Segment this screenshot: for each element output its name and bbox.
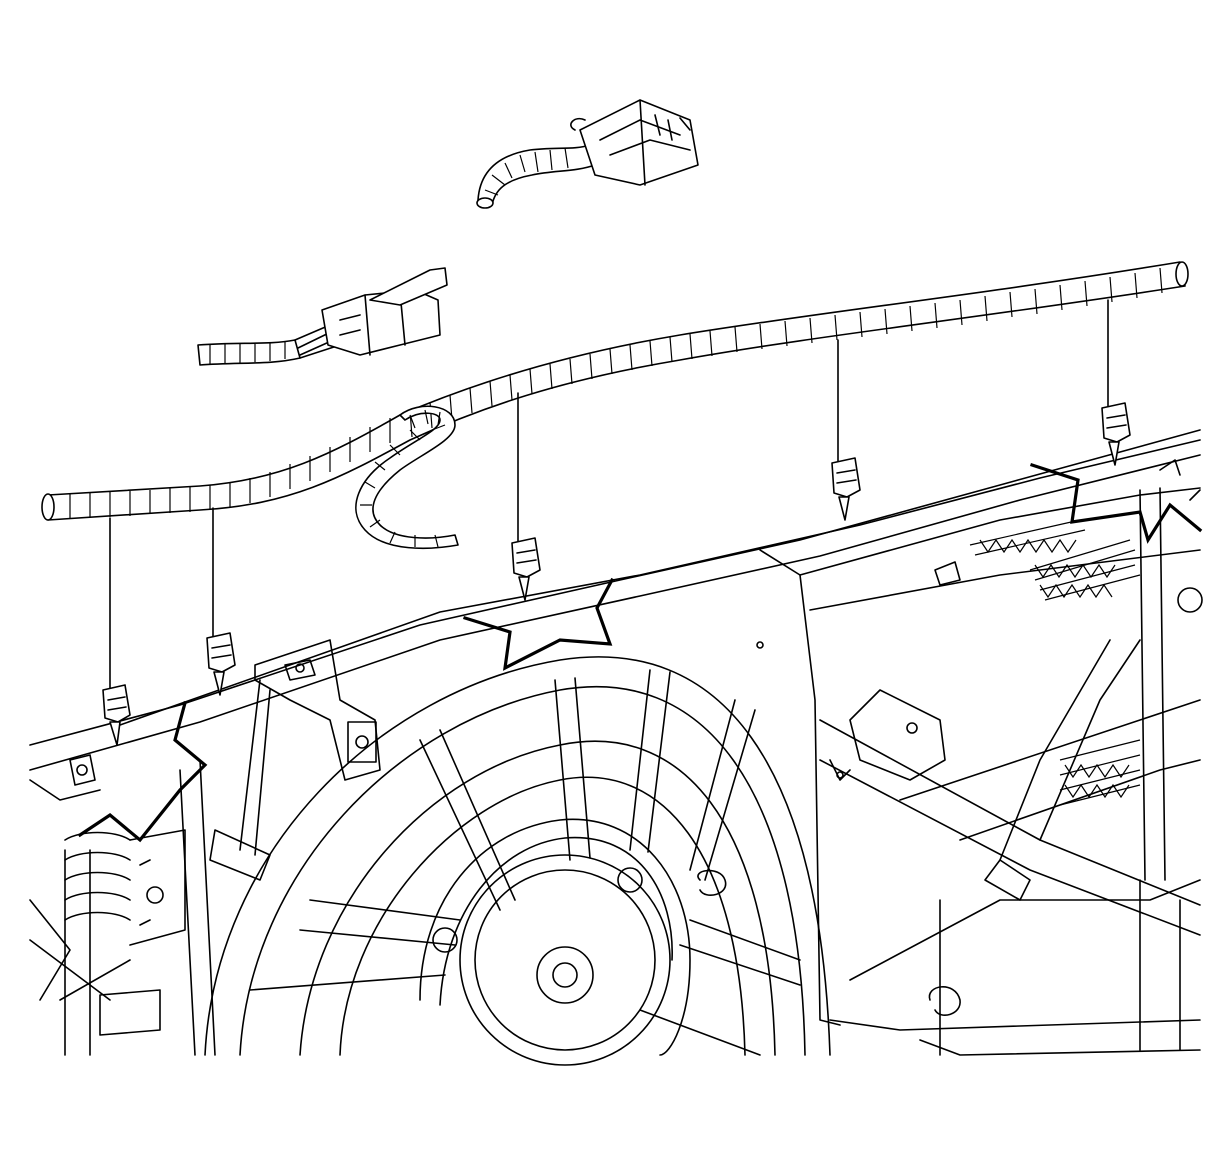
harness-retainer-clip xyxy=(511,537,541,601)
harness-retainer-clip xyxy=(102,684,131,746)
harness-retainer-clip-group xyxy=(102,299,1131,746)
harness-retainer-clip xyxy=(831,457,861,521)
cooling-fan-blade xyxy=(249,669,801,1056)
wiring-harness-conduit xyxy=(41,261,1189,550)
break-lines xyxy=(77,462,1203,843)
coil-spring xyxy=(64,829,186,946)
radiator-support-frame xyxy=(29,429,1203,1056)
fan-motor-hub xyxy=(432,854,727,1066)
radiator-fins xyxy=(969,519,1141,806)
shroud-tab xyxy=(756,459,1201,779)
harness-retainer-clip xyxy=(206,632,236,696)
fan-shroud xyxy=(204,656,831,1056)
left-bracket xyxy=(29,639,381,1056)
harness-retainer-clip xyxy=(1101,402,1131,466)
harness-connector-left xyxy=(197,267,448,366)
harness-connector-upper xyxy=(476,99,699,209)
